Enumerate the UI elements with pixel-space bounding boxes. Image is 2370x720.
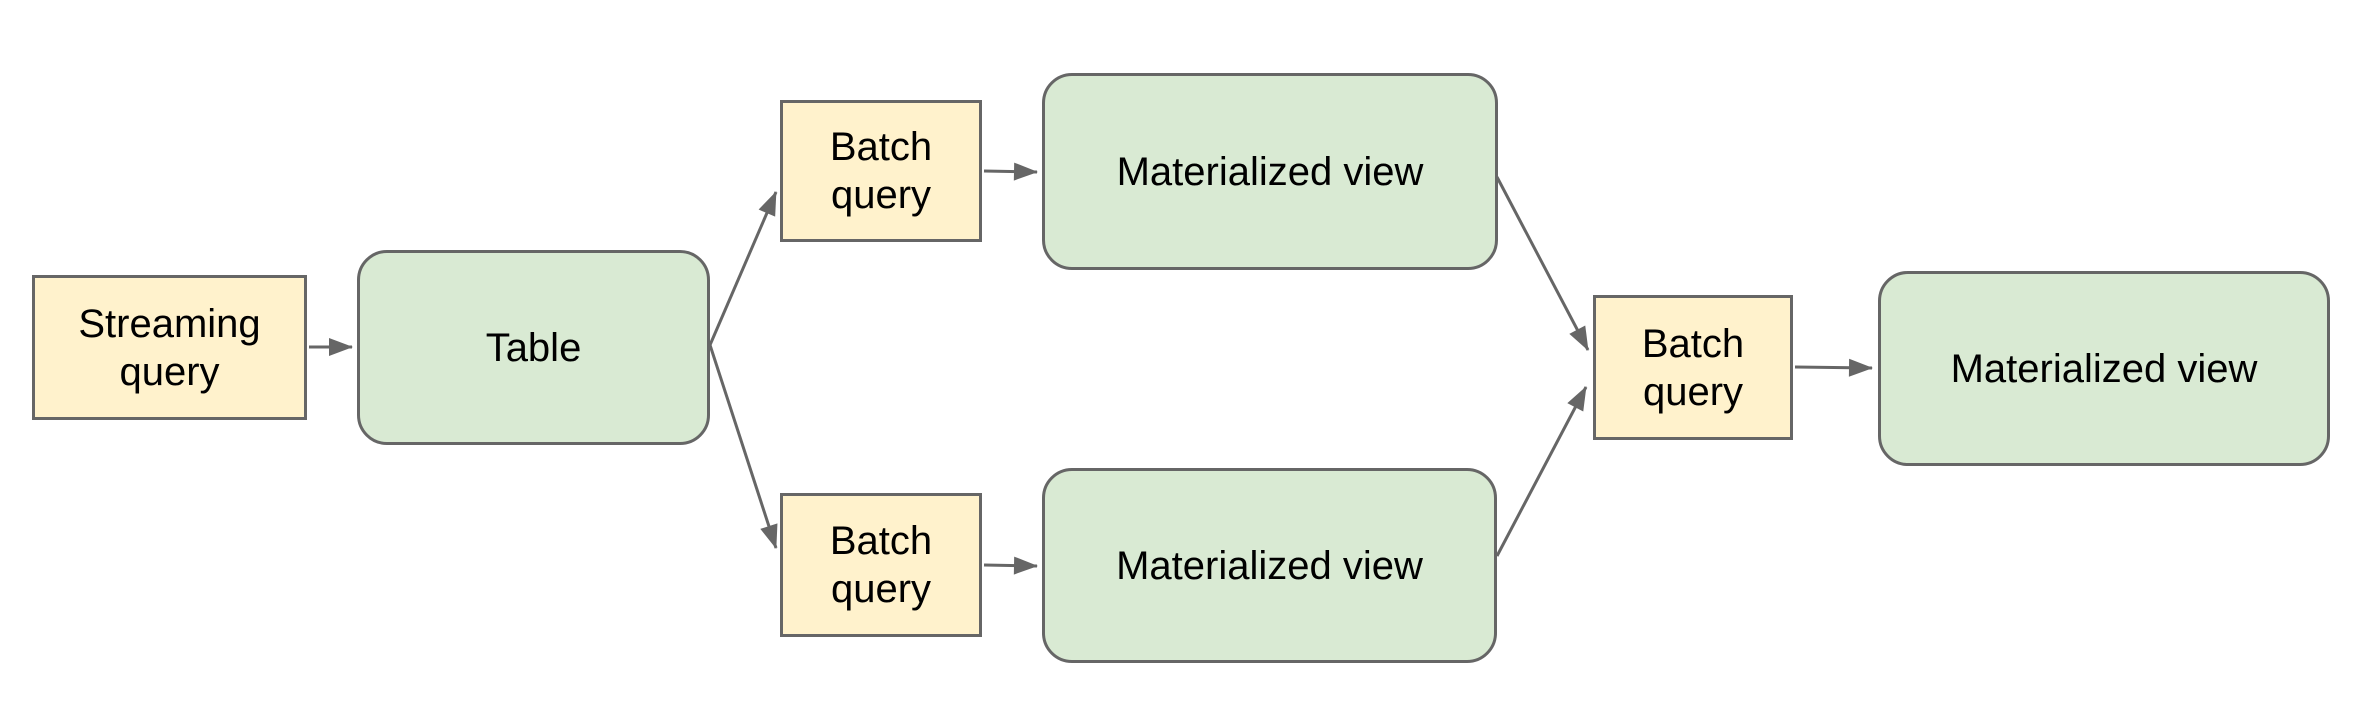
edge-table-to-batch-query-top (708, 191, 778, 346)
edge-batch-query-bottom-to-materialized-view-bottom (983, 556, 1038, 575)
node-label: Batch query (829, 125, 933, 217)
node-materialized-view-final: Materialized view (1878, 271, 2330, 466)
node-batch-query-top: Batch query (780, 100, 982, 242)
node-batch-query-bottom: Batch query (780, 493, 982, 637)
node-label: Materialized view (1950, 346, 2258, 391)
node-streaming-query: Streaming query (32, 275, 307, 420)
node-label: Batch query (829, 519, 933, 611)
node-batch-query-right: Batch query (1593, 295, 1793, 440)
node-label: Materialized view (1116, 149, 1424, 194)
edge-table-to-batch-query-bottom (708, 344, 778, 549)
node-label: Materialized view (1116, 543, 1423, 588)
edge-materialized-view-top-to-batch-query-right (1495, 176, 1590, 351)
edge-batch-query-right-to-materialized-view-final (1794, 358, 1873, 377)
edge-batch-query-top-to-materialized-view-top (983, 162, 1038, 181)
node-materialized-view-top: Materialized view (1042, 73, 1498, 270)
node-label: Streaming query (78, 301, 261, 394)
node-label: Batch query (1641, 321, 1745, 414)
node-materialized-view-bottom: Materialized view (1042, 468, 1497, 663)
node-label: Table (485, 325, 582, 370)
node-table: Table (357, 250, 710, 445)
edge-materialized-view-bottom-to-batch-query-right (1495, 386, 1588, 557)
